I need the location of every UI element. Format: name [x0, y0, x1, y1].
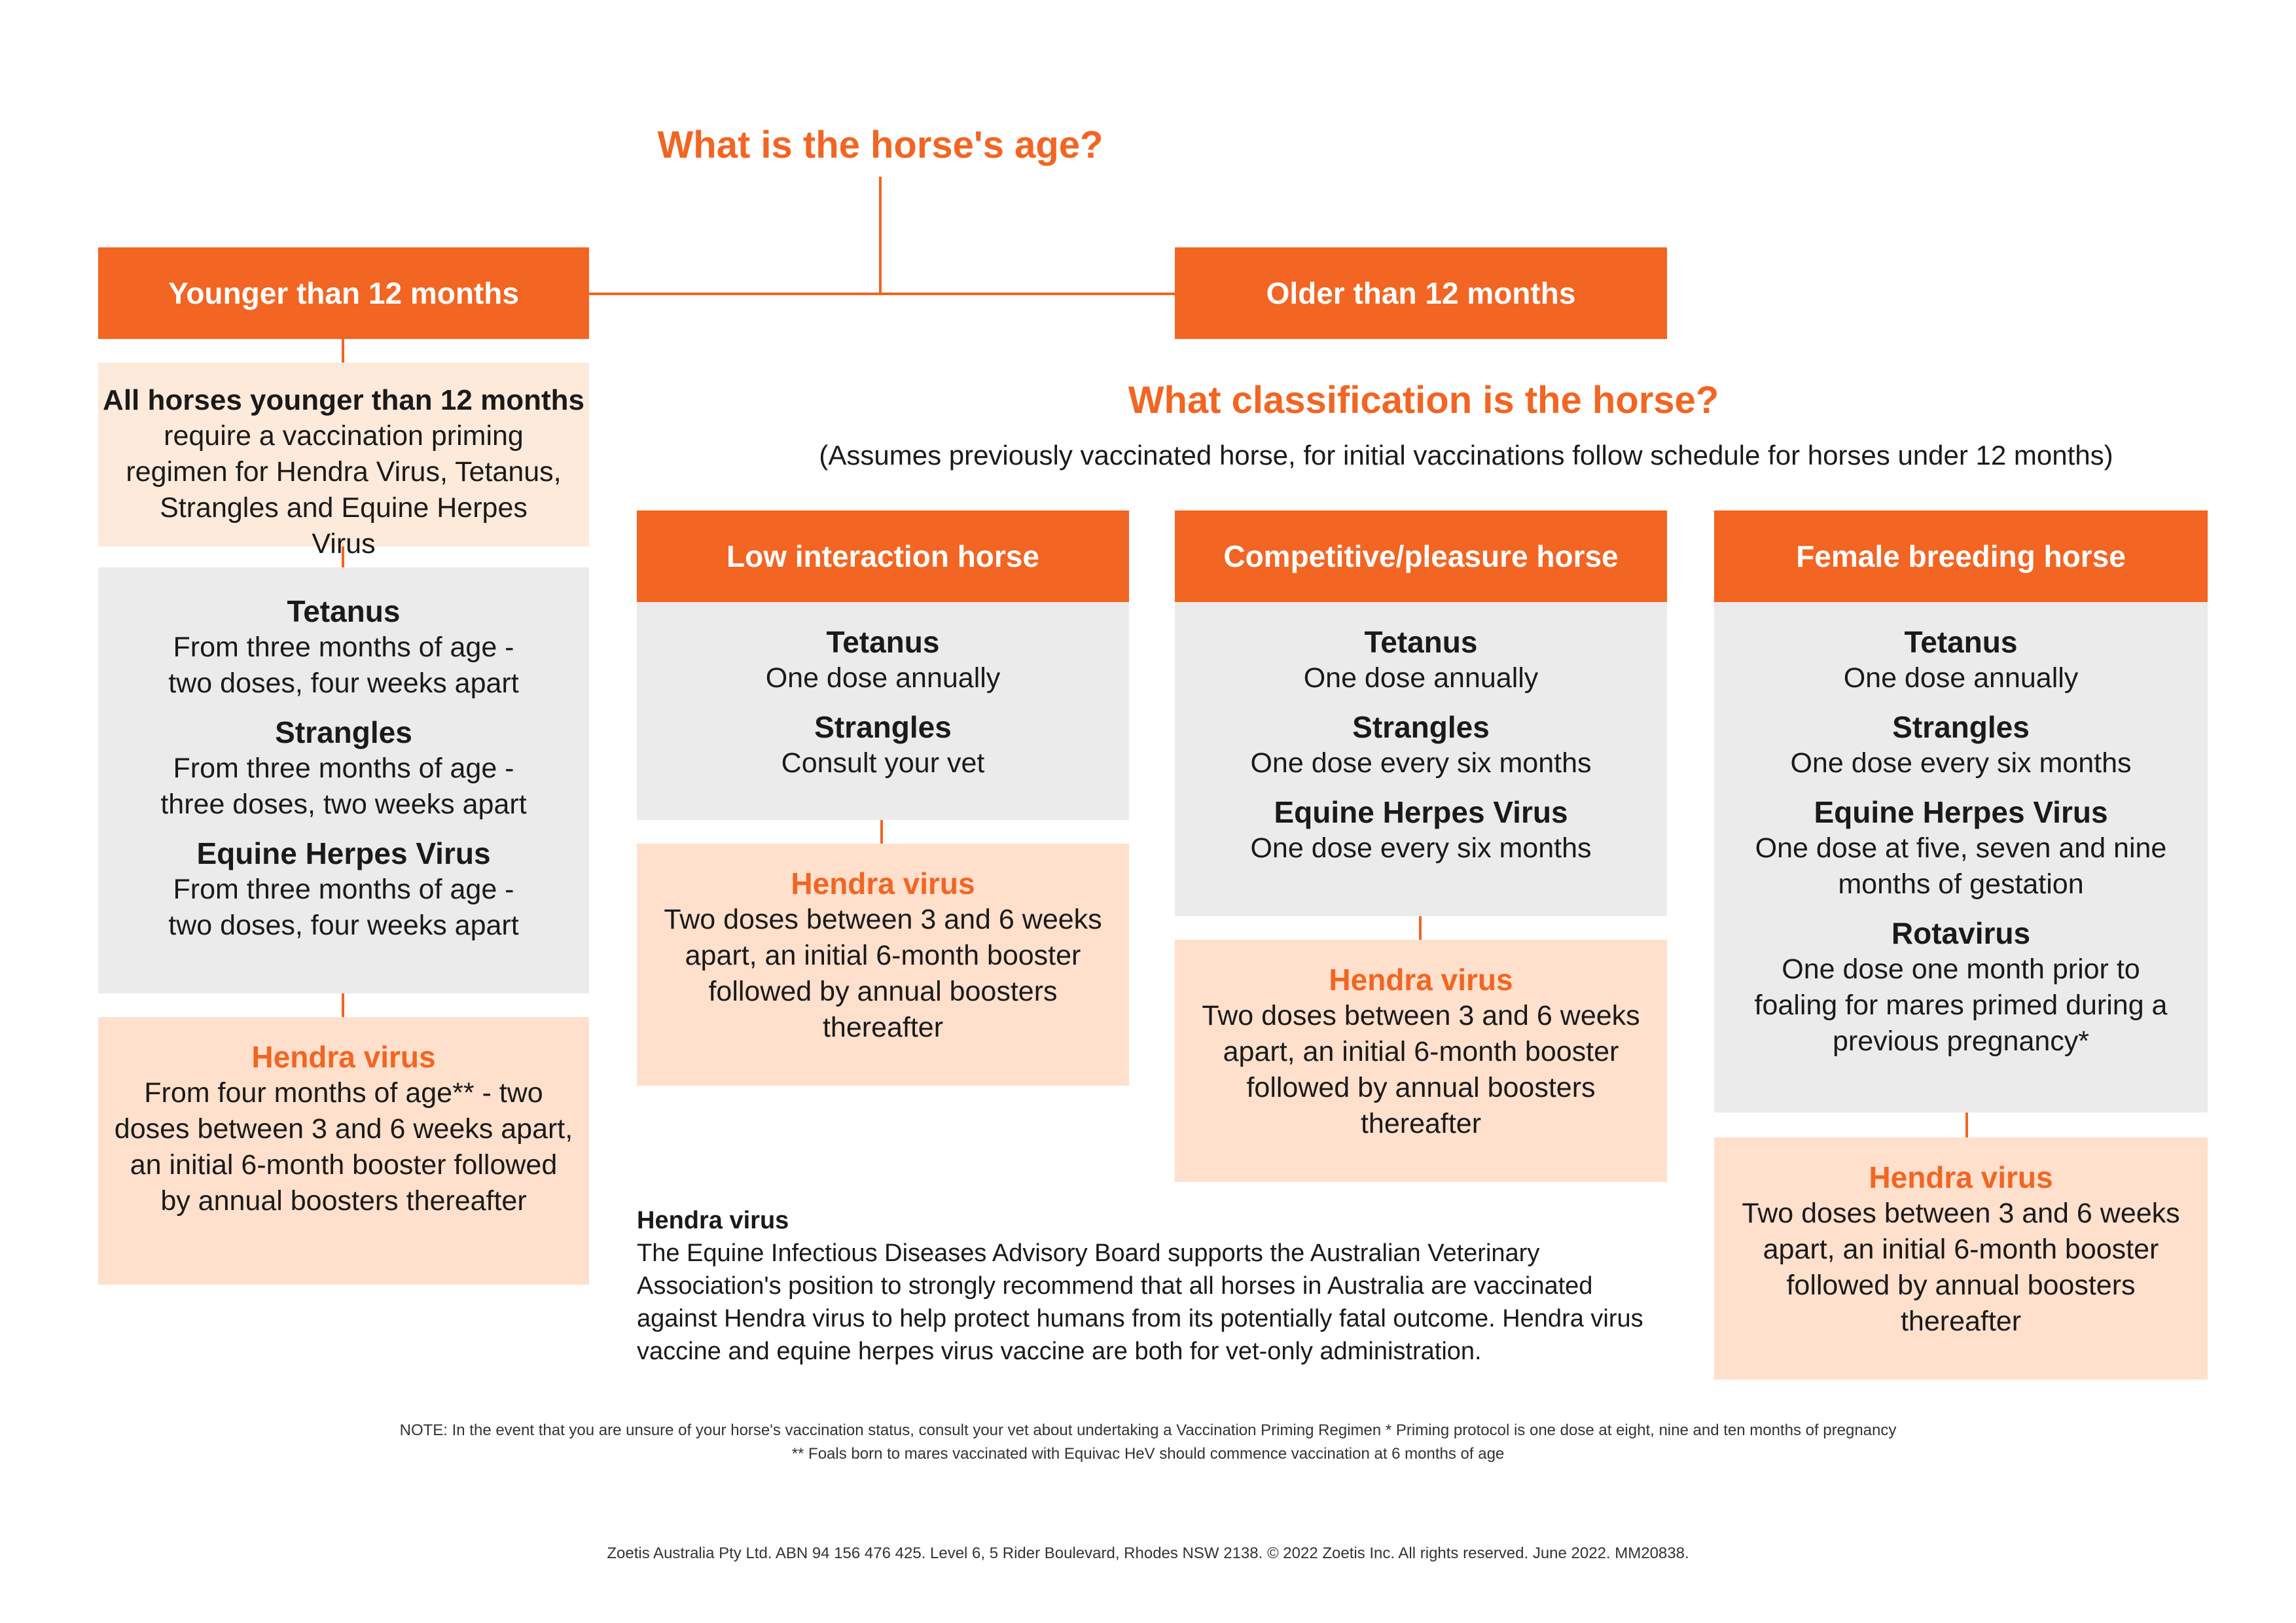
young-tetanus-title: Tetanus: [287, 594, 401, 628]
connector-young-2: [342, 546, 344, 567]
female-strangles-text: One dose every six months: [1790, 747, 2132, 779]
branch-older: Older than 12 months: [1175, 247, 1667, 339]
female-tetanus-title: Tetanus: [1904, 625, 2018, 659]
connector-female: [1965, 1113, 1968, 1137]
low-tetanus-title: Tetanus: [826, 625, 940, 659]
competitive-schedule-box: Tetanus One dose annually Strangles One …: [1175, 602, 1667, 916]
hendra-info-title: Hendra virus: [637, 1207, 789, 1234]
connector-young-3: [342, 993, 344, 1017]
classification-subtitle: (Assumes previously vaccinated horse, fo…: [819, 440, 2113, 471]
footnote-line-2: ** Foals born to mares vaccinated with E…: [791, 1445, 1505, 1463]
low-hendra-text: Two doses between 3 and 6 weeks apart, a…: [664, 904, 1102, 1043]
low-schedule-box: Tetanus One dose annually Strangles Cons…: [637, 602, 1129, 820]
branch-younger: Younger than 12 months: [98, 247, 589, 339]
low-hendra-box: Hendra virus Two doses between 3 and 6 w…: [637, 844, 1129, 1086]
competitive-ehv-text: One dose every six months: [1250, 832, 1592, 864]
young-strangles-text: From three months of age - three doses, …: [160, 753, 527, 820]
young-hendra-text: From four months of age** - two doses be…: [114, 1077, 573, 1217]
young-intro-body: require a vaccination priming regimen fo…: [126, 420, 562, 560]
hendra-info-paragraph: Hendra virus The Equine Infectious Disea…: [637, 1204, 1671, 1368]
young-hendra-title: Hendra virus: [251, 1040, 436, 1074]
header-competitive: Competitive/pleasure horse: [1175, 510, 1667, 602]
young-schedule-box: Tetanus From three months of age - two d…: [98, 567, 589, 993]
female-rotavirus-title: Rotavirus: [1891, 916, 2031, 950]
footnote-line-1: NOTE: In the event that you are unsure o…: [399, 1421, 1897, 1439]
question-age: What is the horse's age?: [657, 124, 1103, 166]
connector-competitive: [1419, 916, 1422, 940]
low-hendra-title: Hendra virus: [791, 866, 975, 901]
legal-text: Zoetis Australia Pty Ltd. ABN 94 156 476…: [607, 1544, 1689, 1562]
female-hendra-title: Hendra virus: [1869, 1160, 2053, 1194]
female-tetanus-text: One dose annually: [1843, 662, 2079, 694]
connector-branches: [589, 293, 1178, 295]
low-strangles-text: Consult your vet: [781, 747, 985, 779]
competitive-ehv-title: Equine Herpes Virus: [1274, 795, 1568, 829]
young-ehv-title: Equine Herpes Virus: [196, 836, 491, 870]
competitive-hendra-box: Hendra virus Two doses between 3 and 6 w…: [1175, 940, 1667, 1182]
competitive-strangles-text: One dose every six months: [1250, 747, 1592, 779]
female-ehv-text: One dose at five, seven and nine months …: [1755, 832, 2167, 900]
young-intro-lead: All horses younger than 12 months: [103, 384, 584, 416]
competitive-strangles-title: Strangles: [1352, 710, 1490, 744]
female-rotavirus-text: One dose one month prior to foaling for …: [1754, 954, 2168, 1057]
female-schedule-box: Tetanus One dose annually Strangles One …: [1714, 602, 2208, 1113]
female-ehv-title: Equine Herpes Virus: [1814, 795, 2108, 829]
competitive-hendra-text: Two doses between 3 and 6 weeks apart, a…: [1202, 1000, 1640, 1139]
female-hendra-text: Two doses between 3 and 6 weeks apart, a…: [1742, 1198, 2180, 1337]
female-strangles-title: Strangles: [1892, 710, 2030, 744]
young-tetanus-text: From three months of age - two doses, fo…: [168, 632, 519, 699]
question-classification: What classification is the horse?: [1128, 379, 1719, 421]
header-low-interaction: Low interaction horse: [637, 510, 1129, 602]
connector-young-1: [342, 339, 344, 363]
connector-age-down: [879, 177, 882, 294]
header-female-breeding: Female breeding horse: [1714, 510, 2208, 602]
young-hendra-box: Hendra virus From four months of age** -…: [98, 1017, 589, 1285]
young-strangles-title: Strangles: [275, 715, 412, 749]
low-tetanus-text: One dose annually: [765, 662, 1001, 694]
young-ehv-text: From three months of age - two doses, fo…: [168, 874, 519, 941]
competitive-tetanus-text: One dose annually: [1303, 662, 1539, 694]
competitive-hendra-title: Hendra virus: [1329, 963, 1513, 997]
young-intro-box: All horses younger than 12 months requir…: [98, 363, 589, 560]
female-hendra-box: Hendra virus Two doses between 3 and 6 w…: [1714, 1137, 2208, 1380]
connector-low: [880, 820, 883, 844]
hendra-info-text: The Equine Infectious Diseases Advisory …: [637, 1240, 1643, 1365]
low-strangles-title: Strangles: [814, 710, 952, 744]
competitive-tetanus-title: Tetanus: [1364, 625, 1478, 659]
